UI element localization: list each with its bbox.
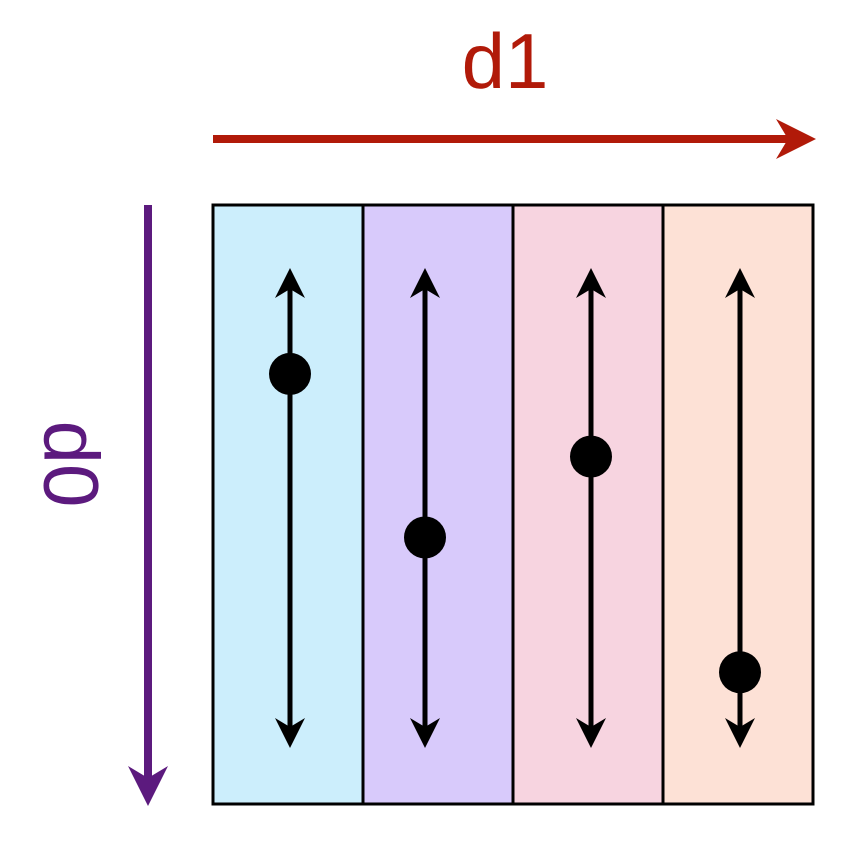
column-1-marker-dot xyxy=(269,352,311,395)
d0-axis: d0 xyxy=(27,205,168,806)
d0-axis-arrowhead xyxy=(128,766,168,806)
d1-axis-label: d1 xyxy=(462,17,549,105)
column-2 xyxy=(361,203,515,806)
d1-axis: d1 xyxy=(213,17,816,159)
column-3 xyxy=(511,203,665,806)
d1-axis-arrowhead xyxy=(776,119,816,159)
d0-axis-label: d0 xyxy=(27,421,115,508)
column-4-marker-dot xyxy=(719,651,761,694)
column-grid xyxy=(211,203,815,806)
column-2-marker-dot xyxy=(404,516,446,559)
column-3-marker-dot xyxy=(570,435,612,478)
